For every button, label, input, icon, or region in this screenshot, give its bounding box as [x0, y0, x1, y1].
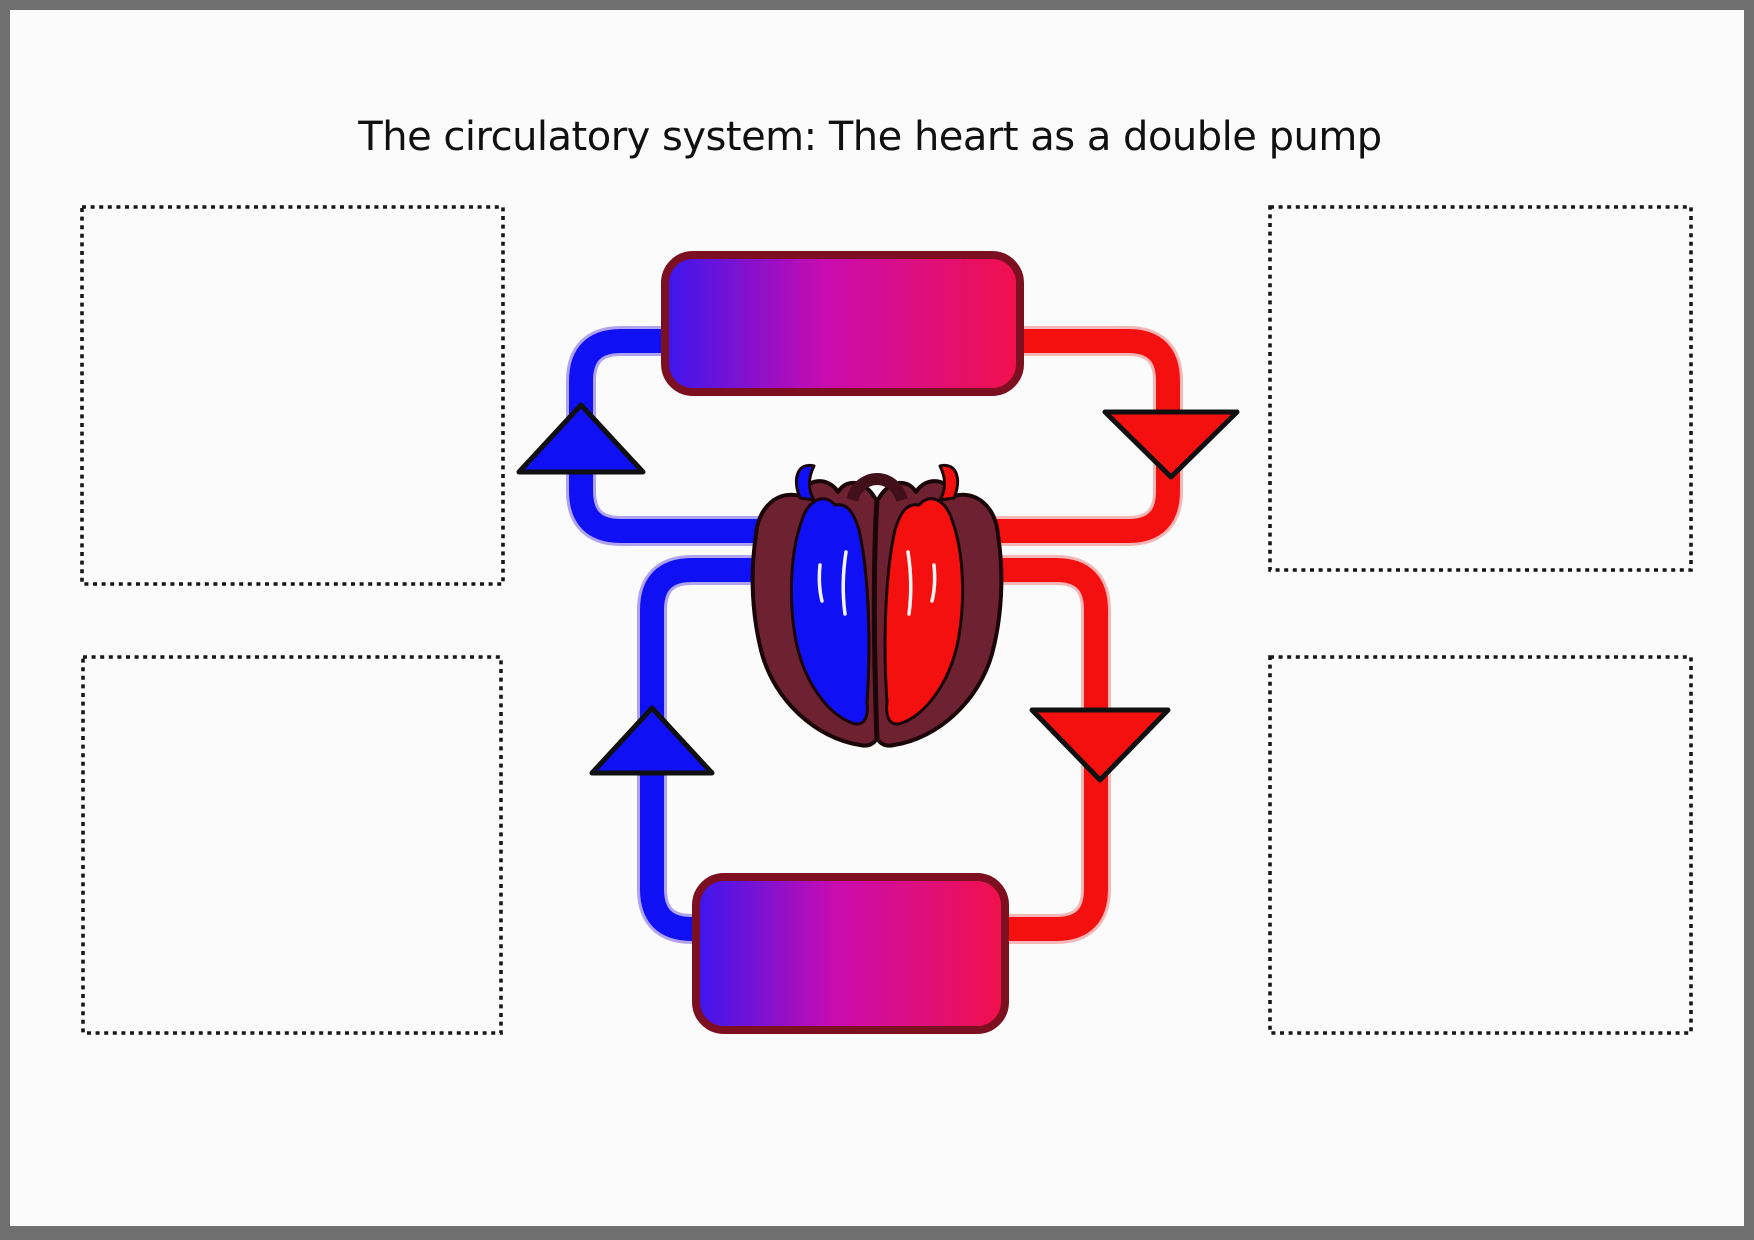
answer-box-bottom-left[interactable] [81, 655, 503, 1035]
heart-right-half [883, 463, 965, 726]
heart-left-atrium-stub [795, 463, 816, 502]
answer-box-top-right[interactable] [1268, 205, 1693, 572]
top-gradient-box [661, 251, 1024, 396]
bottom-gradient-box [692, 873, 1009, 1034]
flow-arrow-up-icon-lower-blue [589, 705, 715, 776]
heart-right-chamber [883, 497, 965, 726]
double-pump-diagram [516, 251, 1240, 1034]
heart-valve-mark-right-2 [906, 550, 913, 616]
heart-valve-mark-right-1 [930, 563, 937, 603]
flow-arrow-down-icon-upper-red [1102, 409, 1240, 480]
heart-valve-mark-left-1 [817, 563, 824, 603]
heart-seam [871, 499, 880, 741]
answer-box-bottom-right[interactable] [1268, 655, 1693, 1035]
answer-box-top-left[interactable] [80, 205, 505, 586]
flow-arrow-up-icon-upper-blue [516, 402, 646, 475]
heart-left-chamber [789, 497, 871, 726]
heart-vessel-arch [846, 473, 908, 503]
flow-arrow-down-icon-lower-red [1029, 707, 1171, 783]
page-title: The circulatory system: The heart as a d… [357, 114, 1381, 160]
heart-valve-mark-left-2 [841, 550, 848, 616]
heart-illustration [750, 463, 1004, 748]
heart-right-atrium-stub [938, 463, 959, 502]
